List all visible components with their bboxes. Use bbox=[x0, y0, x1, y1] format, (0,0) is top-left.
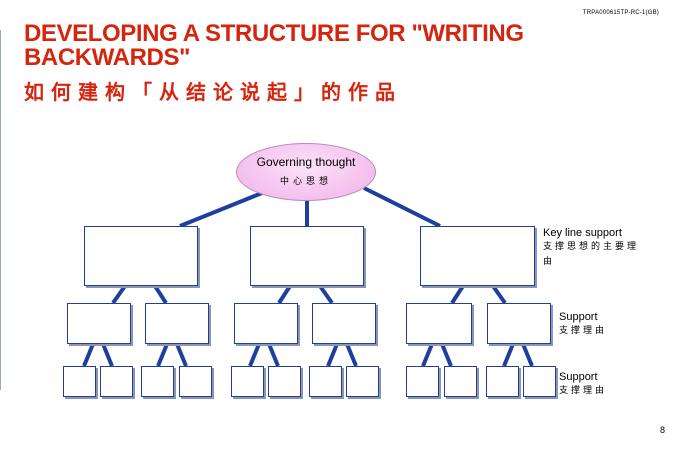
connector-root-key1 bbox=[179, 191, 263, 228]
connector-key3-sup2 bbox=[491, 284, 507, 305]
connector-key1-sup2 bbox=[153, 284, 168, 305]
sub-support-box bbox=[179, 366, 212, 397]
sub-support-box bbox=[486, 366, 519, 397]
connector-s3-b bbox=[267, 343, 280, 367]
slide-title: DEVELOPING A STRUCTURE FOR "WRITING BACK… bbox=[24, 20, 524, 71]
sub-support-box bbox=[309, 366, 342, 397]
governing-thought-label-chinese: 中心思想 bbox=[279, 177, 332, 187]
sub-support-label-chinese: 支撑理由 bbox=[559, 386, 608, 396]
support-box bbox=[312, 303, 376, 344]
key-line-label-chinese: 支撑思想的主要理由 bbox=[543, 242, 640, 267]
connector-key3-sup1 bbox=[450, 284, 465, 305]
support-level-label: Support 支撑理由 bbox=[559, 310, 649, 339]
sub-support-box bbox=[100, 366, 133, 397]
support-box bbox=[145, 303, 209, 344]
connector-s1-b bbox=[101, 343, 114, 367]
sub-support-level-label: Support 支撑理由 bbox=[559, 370, 649, 399]
key-line-label: Key line support bbox=[543, 227, 622, 239]
support-label-chinese: 支撑理由 bbox=[559, 326, 608, 336]
connector-s4-b bbox=[345, 343, 358, 367]
connector-key1-sup1 bbox=[111, 284, 127, 305]
key-line-box bbox=[420, 226, 535, 286]
connector-s5-a bbox=[421, 343, 434, 367]
sub-support-box bbox=[141, 366, 174, 397]
support-box bbox=[67, 303, 131, 344]
connector-s4-a bbox=[326, 343, 339, 367]
sub-support-label: Support bbox=[559, 371, 598, 383]
connector-s3-a bbox=[248, 343, 261, 367]
key-line-box bbox=[84, 226, 198, 286]
connector-s2-b bbox=[175, 343, 188, 367]
connector-s6-a bbox=[502, 343, 515, 367]
connector-key2-sup1 bbox=[277, 284, 292, 305]
left-edge-rule bbox=[0, 30, 1, 390]
sub-support-box bbox=[231, 366, 264, 397]
key-line-box bbox=[250, 226, 364, 286]
page-number: 8 bbox=[659, 425, 665, 435]
sub-support-box bbox=[444, 366, 477, 397]
sub-support-box bbox=[346, 366, 379, 397]
support-label: Support bbox=[559, 311, 598, 323]
document-code: TRPA000615TP-RC-1(GB) bbox=[582, 10, 659, 16]
connector-root-key3 bbox=[363, 186, 441, 228]
sub-support-box bbox=[523, 366, 556, 397]
connector-key2-sup2 bbox=[318, 284, 334, 305]
connector-s1-a bbox=[82, 343, 95, 367]
key-line-level-label: Key line support 支撑思想的主要理由 bbox=[543, 226, 648, 270]
connector-s6-b bbox=[521, 343, 534, 367]
governing-thought-label: Governing thought bbox=[256, 155, 356, 169]
sub-support-box bbox=[406, 366, 439, 397]
sub-support-box bbox=[63, 366, 96, 397]
connector-s2-a bbox=[156, 343, 169, 367]
connector-s5-b bbox=[440, 343, 453, 367]
governing-thought-node: Governing thought 中心思想 bbox=[236, 143, 376, 201]
slide-subtitle-chinese: 如何建构「从结论说起」的作品 bbox=[24, 80, 402, 104]
sub-support-box bbox=[268, 366, 301, 397]
support-box bbox=[487, 303, 551, 344]
support-box bbox=[234, 303, 298, 344]
support-box bbox=[406, 303, 472, 344]
